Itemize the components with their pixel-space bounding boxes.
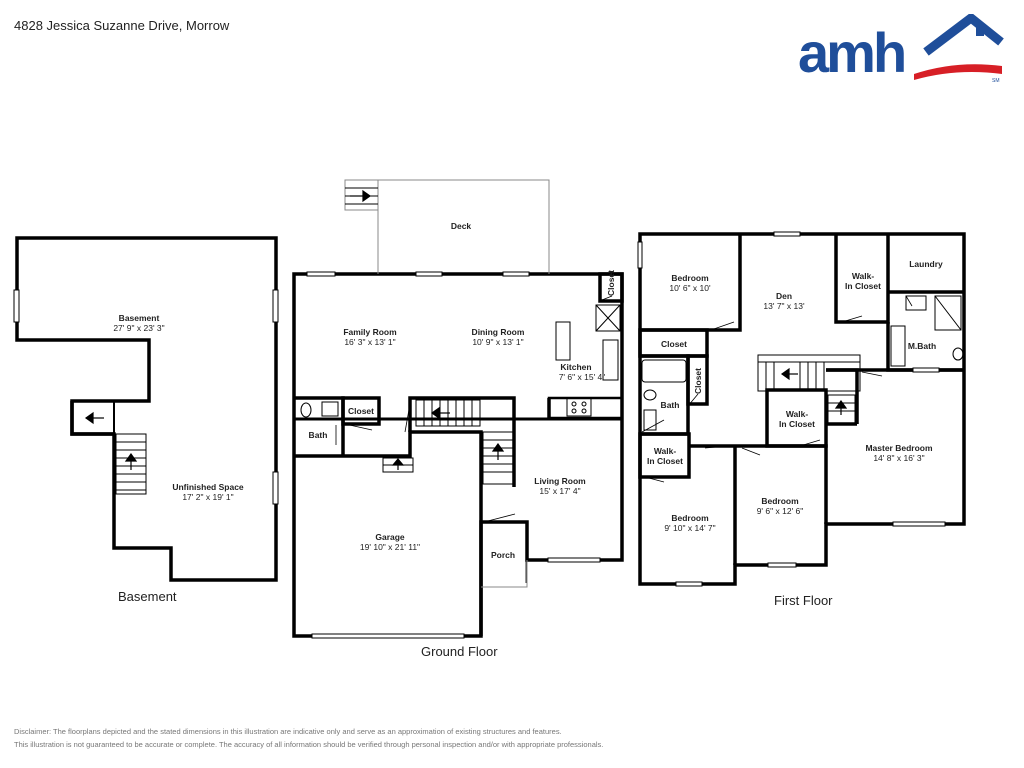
room-mbath-name: M.Bath	[907, 341, 937, 351]
arrow-up-icon	[391, 458, 405, 470]
ground-vanity	[321, 401, 339, 417]
room-walkin3-name: Walk- In Closet	[779, 409, 815, 429]
arrow-up-icon	[491, 442, 505, 460]
room-bedroom1-name: Bedroom	[671, 273, 709, 283]
room-bedroom1-dims: 10' 6" x 10'	[669, 283, 711, 293]
walkin3-wall	[765, 388, 828, 448]
first-stairs-upper	[757, 354, 861, 392]
room-laundry-name: Laundry	[909, 259, 943, 269]
first-outline	[638, 232, 966, 586]
porch-outline	[481, 560, 528, 588]
room-ground-closet-name: Closet	[348, 406, 374, 416]
room-garage-name: Garage	[375, 532, 405, 542]
arrow-left-icon	[84, 411, 104, 425]
amh-logo: amh SM	[798, 14, 1004, 84]
kitchen-island-outline	[547, 396, 624, 420]
deck-stair	[344, 179, 379, 211]
stair-wall	[408, 396, 516, 487]
den-bottom-wall	[826, 368, 859, 424]
bath-vanity	[643, 409, 657, 431]
room-unfinished-dims: 17' 2" x 19' 1"	[182, 492, 234, 502]
room-garage-dims: 19' 10" x 21' 11"	[359, 542, 421, 552]
room-dining-name: Dining Room	[471, 327, 525, 337]
washer	[905, 295, 927, 311]
room-den-name: Den	[775, 291, 793, 301]
room-family-name: Family Room	[343, 327, 397, 337]
floor-label-basement: Basement	[118, 589, 177, 604]
ground-toilet	[300, 402, 312, 418]
mbath-vanity	[890, 325, 906, 367]
ground-closet-wall	[341, 396, 381, 426]
logo-swoosh	[914, 64, 1002, 80]
property-address: 4828 Jessica Suzanne Drive, Morrow	[14, 18, 230, 33]
mbath-toilet	[952, 347, 964, 361]
counter-strip	[602, 339, 619, 381]
room-closet2-name: Closet	[693, 368, 703, 394]
room-kitchen-name: Kitchen	[560, 362, 592, 372]
room-closet1-name: Closet	[661, 339, 687, 349]
room-master-dims: 14' 8" x 16' 3"	[873, 453, 925, 463]
arrow-up-icon	[834, 399, 848, 415]
bathtub	[641, 359, 687, 383]
basement-outline	[15, 236, 278, 582]
room-bedroom3-name: Bedroom	[761, 496, 799, 506]
walkin2-wall	[638, 432, 691, 479]
room-ground-bath-name: Bath	[308, 430, 328, 440]
house-roof-icon	[923, 14, 1004, 56]
arrow-left-icon	[780, 367, 798, 381]
arrow-up-icon	[124, 452, 138, 470]
floor-label-ground: Ground Floor	[421, 644, 498, 659]
room-first-bath-name: Bath	[660, 400, 680, 410]
kitchen-sink	[555, 321, 571, 361]
room-deck-name: Deck	[450, 221, 472, 231]
room-bedroom2-name: Bedroom	[671, 513, 709, 523]
room-walkin2-name: Walk- In Closet	[647, 446, 683, 466]
room-bedroom2-dims: 9' 10" x 14' 7"	[664, 523, 716, 533]
room-master-name: Master Bedroom	[865, 443, 933, 453]
bath-toilet	[643, 389, 657, 401]
room-bedroom3-dims: 9' 6" x 12' 6"	[756, 506, 804, 516]
disclaimer-line-1: Disclaimer: The floorplans depicted and …	[14, 727, 562, 736]
shower	[934, 295, 962, 331]
basement-stair-landing	[71, 400, 115, 435]
room-family-dims: 16' 3" x 13' 1"	[344, 337, 396, 347]
room-living-dims: 15' x 17' 4"	[539, 486, 581, 496]
room-porch-name: Porch	[490, 550, 516, 560]
room-walkin1-name: Walk- In Closet	[845, 271, 881, 291]
room-kitchen-dims: 7' 6" x 15' 4"	[558, 372, 606, 382]
arrow-left-icon	[430, 406, 450, 420]
bath-wall	[640, 354, 690, 436]
fridge	[595, 304, 621, 332]
room-unfinished-name: Unfinished Space	[172, 482, 244, 492]
room-basement-name: Basement	[118, 313, 160, 323]
disclaimer-line-2: This illustration is not guaranteed to b…	[14, 740, 604, 749]
kitchen-closet-wall	[598, 272, 624, 303]
room-dining-dims: 10' 9" x 13' 1"	[472, 337, 524, 347]
logo-text: amh	[798, 21, 904, 84]
stove	[566, 397, 592, 417]
deck-outline	[377, 179, 550, 274]
room-kitchen-closet-name: Closet	[606, 270, 616, 296]
arrow-right-icon	[350, 189, 372, 203]
room-basement-dims: 27' 9" x 23' 3"	[113, 323, 165, 333]
walkin1-wall	[834, 234, 890, 324]
room-den-dims: 13' 7" x 13'	[763, 301, 805, 311]
floor-label-first: First Floor	[774, 593, 833, 608]
room-living-name: Living Room	[534, 476, 586, 486]
logo-servicemark: SM	[992, 78, 1000, 84]
